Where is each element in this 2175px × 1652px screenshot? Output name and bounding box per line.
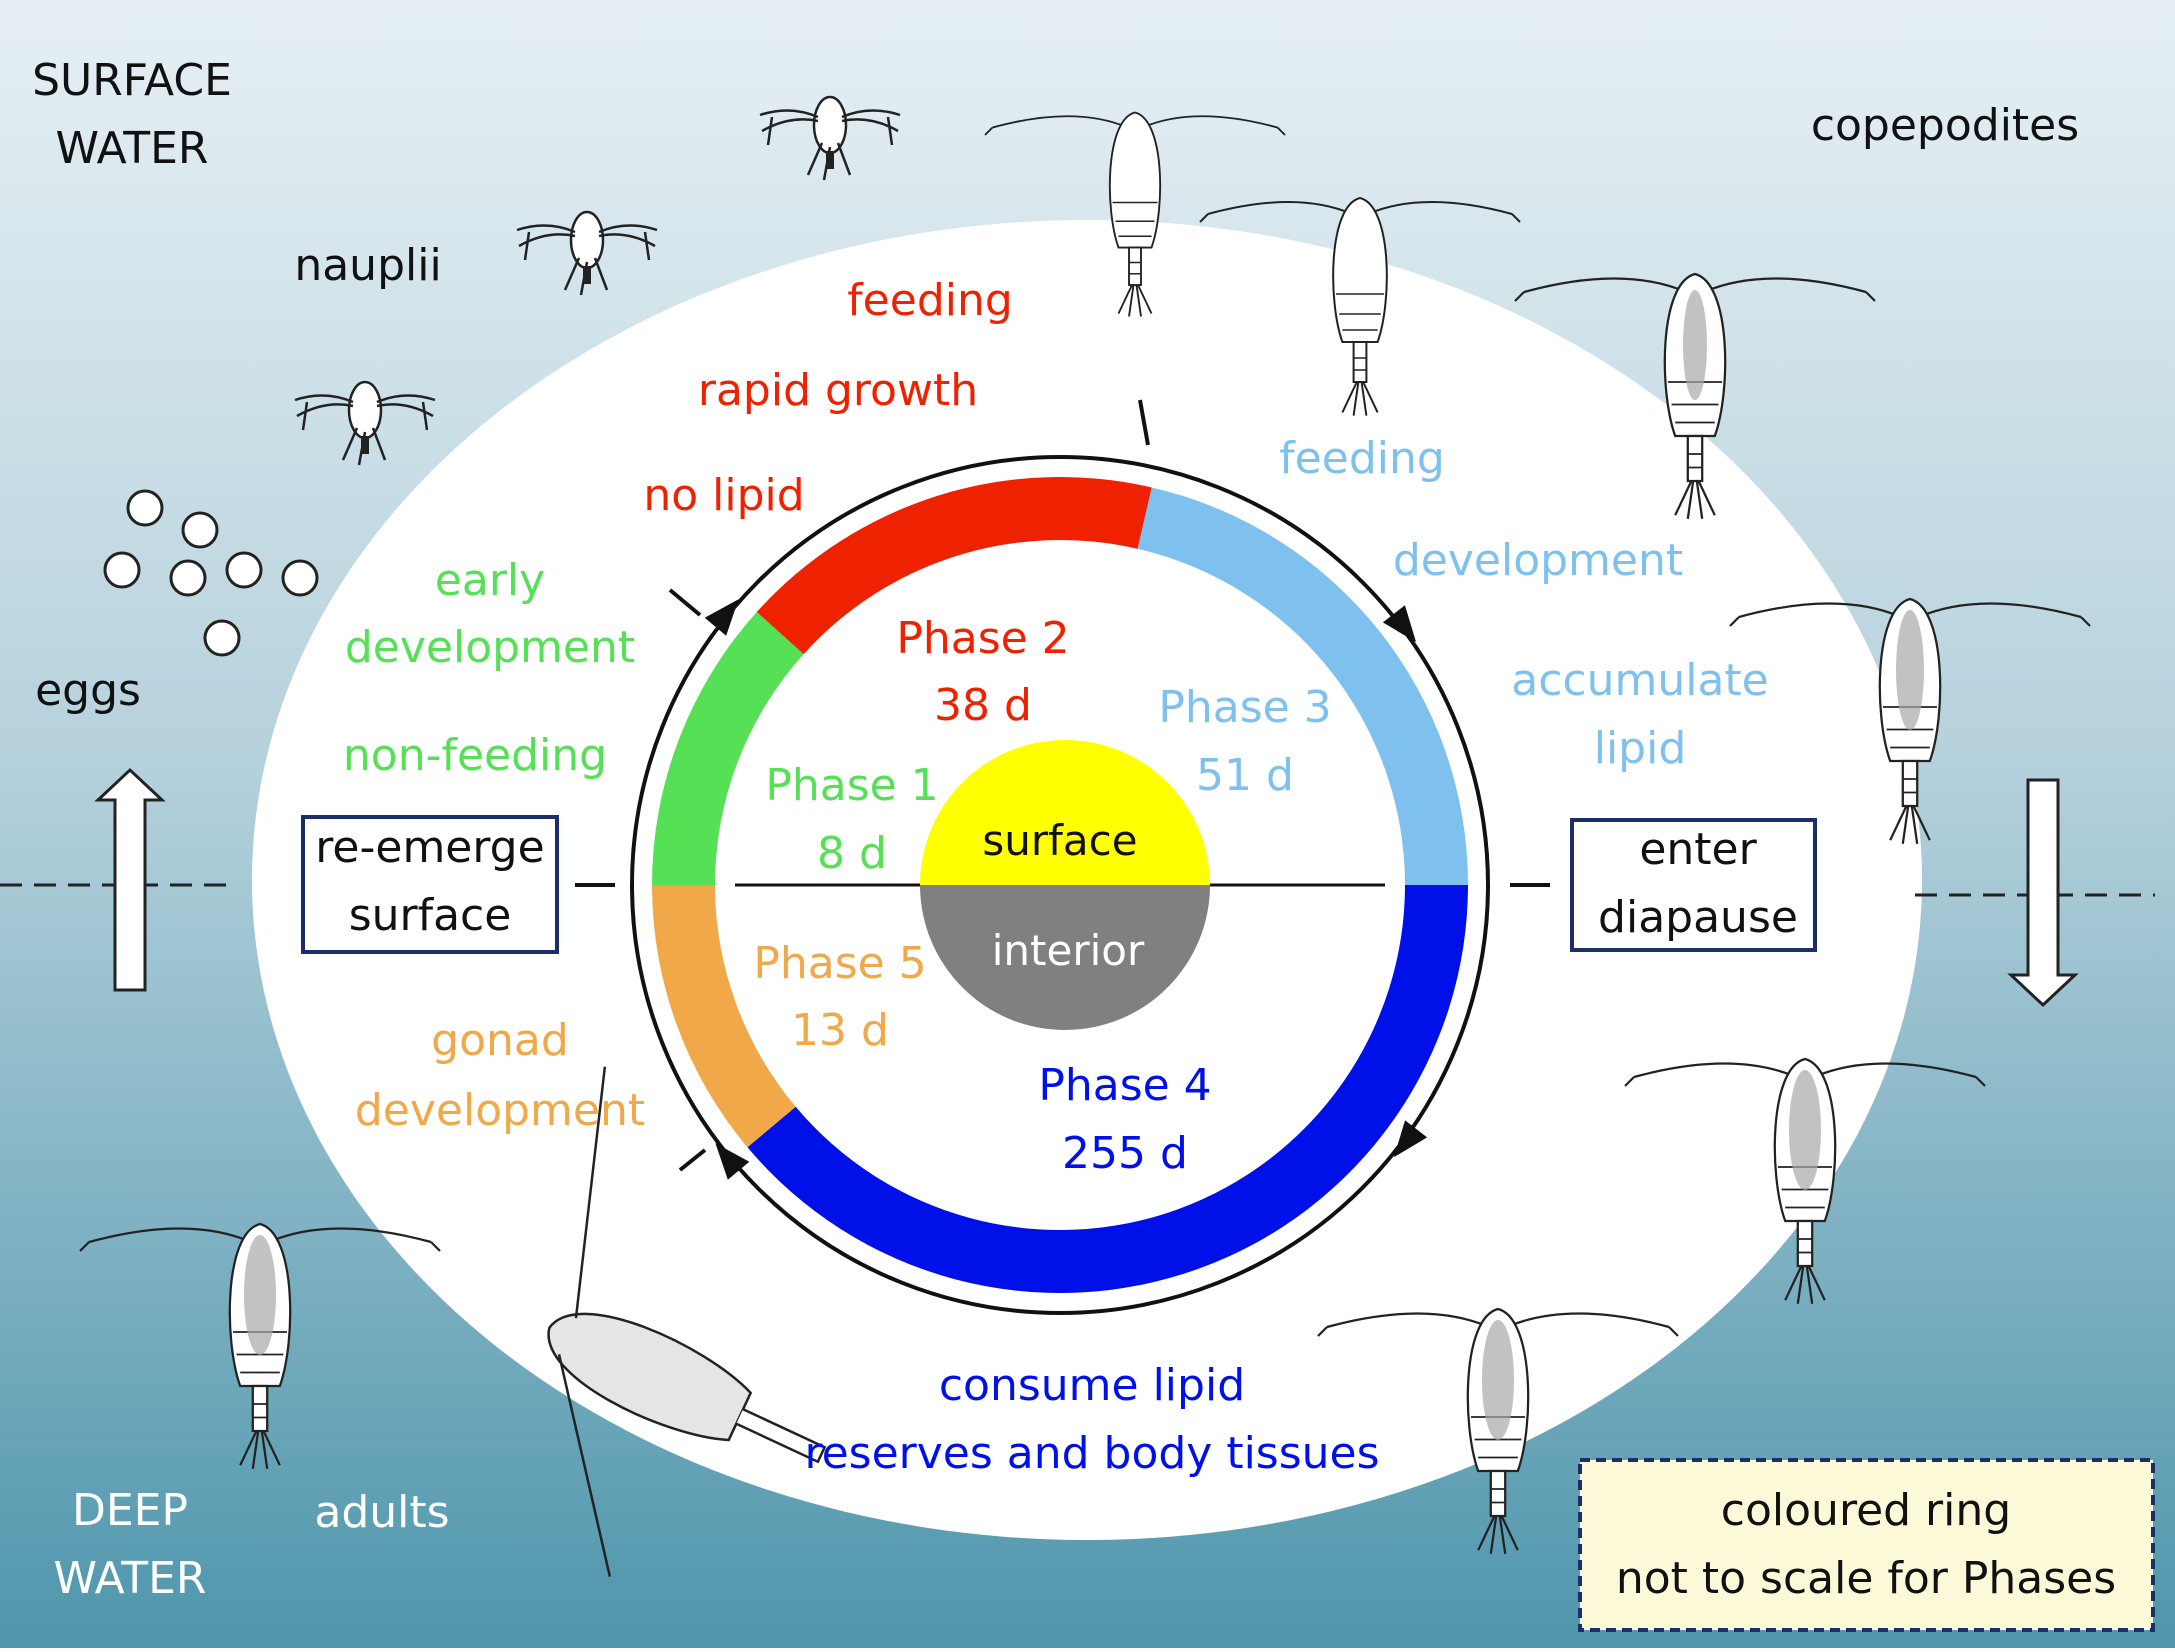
up-arrow-icon [94, 767, 166, 992]
cycle-ring [630, 455, 1490, 1315]
down-arrow-icon [2007, 778, 2079, 1008]
phase2-duration: 38 d [934, 680, 1032, 731]
phase3-ring-segment [1137, 487, 1468, 885]
adults-label: adults [314, 1487, 449, 1538]
phase3-note-lipid: lipid [1594, 723, 1687, 774]
deep-water-label-1: DEEP [72, 1485, 188, 1536]
phase2-ring-segment [756, 477, 1152, 655]
phase4-duration: 255 d [1062, 1128, 1188, 1179]
phase2-note-feeding: feeding [847, 275, 1013, 326]
phase2-note-growth: rapid growth [698, 365, 978, 416]
phase2-name: Phase 2 [896, 613, 1069, 664]
eggs-label: eggs [35, 665, 141, 716]
center-interior-label: interior [992, 926, 1145, 975]
phase3-note-accumulate: accumulate [1511, 655, 1769, 706]
phase1-note-early: early [435, 555, 545, 606]
reemerge-label-1: re-emerge [315, 822, 544, 873]
interior-semicircle [920, 885, 1210, 1030]
phase1-note-development: development [345, 622, 635, 673]
surface-semicircle [920, 740, 1210, 885]
eggs-icon [103, 489, 319, 657]
scale-note-line-2: not to scale for Phases [1616, 1553, 2116, 1604]
phase3-note-development: development [1393, 535, 1683, 586]
phase5-ring-segment [652, 885, 796, 1148]
reemerge-box [301, 815, 559, 954]
surface-water-label-2: WATER [55, 123, 208, 174]
surface-water-label-1: SURFACE [32, 55, 232, 106]
center-surface-label: surface [982, 816, 1137, 865]
diapause-label-1: enter [1639, 824, 1757, 875]
phase5-duration: 13 d [791, 1005, 889, 1056]
phase1-name: Phase 1 [765, 760, 938, 811]
nauplii-label: nauplii [294, 240, 441, 291]
diapause-label-2: diapause [1598, 892, 1798, 943]
phase-ring [652, 477, 1468, 1294]
phase1-ring-segment [652, 611, 804, 885]
phase4-note-consume: consume lipid [939, 1360, 1245, 1411]
phase5-note-development: development [355, 1085, 645, 1136]
phase3-duration: 51 d [1196, 750, 1294, 801]
diapause-box [1570, 818, 1817, 952]
phase4-name: Phase 4 [1038, 1060, 1211, 1111]
phase3-note-feeding: feeding [1279, 433, 1445, 484]
phase5-note-gonad: gonad [431, 1015, 569, 1066]
phase5-name: Phase 5 [753, 938, 926, 989]
phase1-duration: 8 d [817, 828, 887, 879]
scale-note-line-1: coloured ring [1721, 1485, 2011, 1536]
phase3-name: Phase 3 [1158, 682, 1331, 733]
phase2-note-nolipid: no lipid [643, 470, 804, 521]
reemerge-label-2: surface [349, 890, 512, 941]
cycle-arrows [704, 599, 1428, 1180]
deep-water-label-2: WATER [53, 1553, 206, 1604]
phase-ticks [575, 399, 1550, 1172]
phase1-note-nonfeeding: non-feeding [343, 730, 607, 781]
lipid-shading [244, 290, 1924, 1440]
phase4-ring-segment [747, 885, 1468, 1294]
copepodites-label: copepodites [1811, 100, 2079, 151]
adult-copepod-icon [547, 1066, 827, 1577]
scale-note-box [1578, 1458, 2155, 1632]
phase4-note-reserves: reserves and body tissues [804, 1428, 1379, 1479]
